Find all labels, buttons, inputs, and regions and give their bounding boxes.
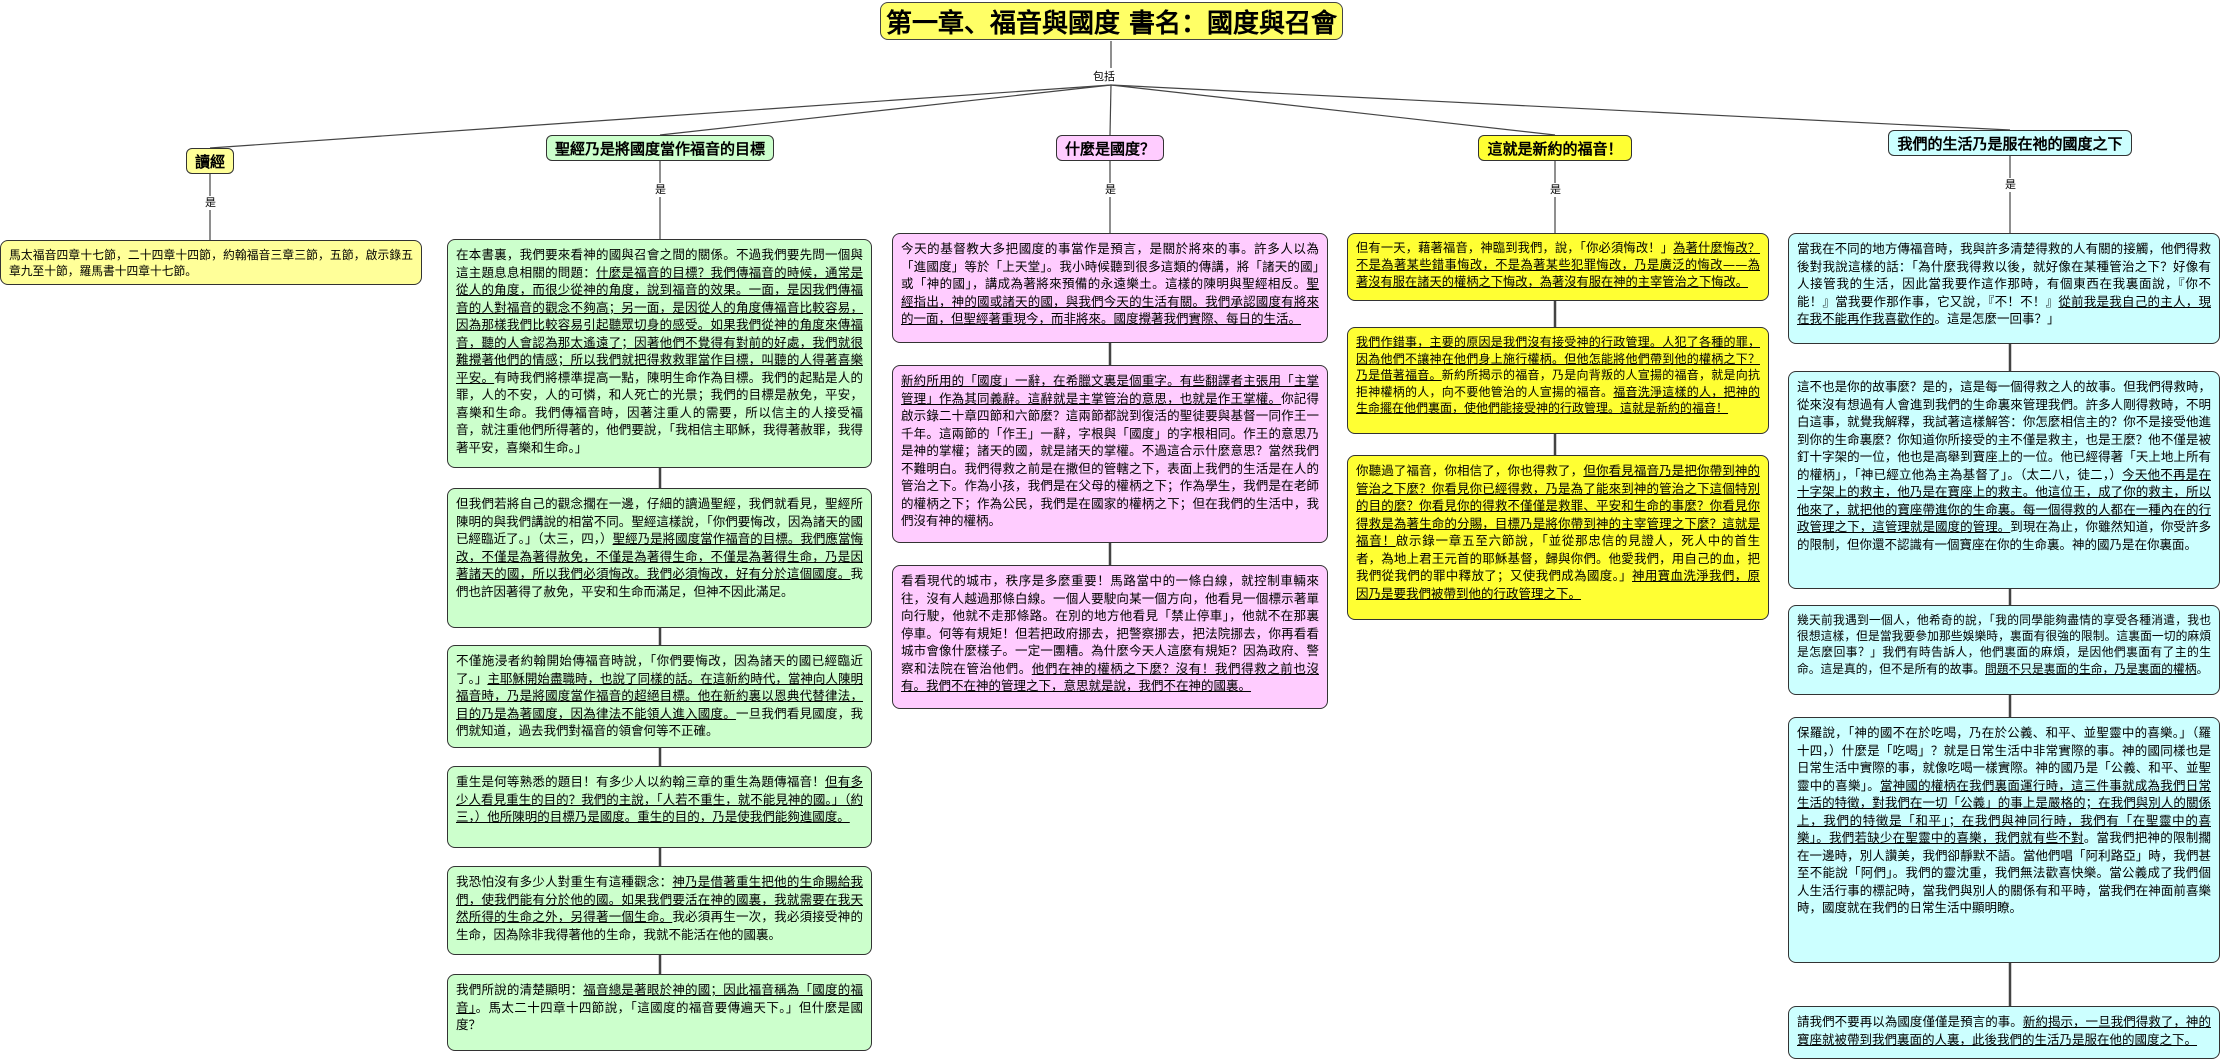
underlined-text: 什麼是福音的目標？我們傳福音的時候，通常是從人的角度，而很少從神的角度，說到福音…: [456, 264, 863, 385]
body-text: 馬太福音四章十七節，二十四章十四節，約翰福音三章三節，五節，啟示錄五章九至十節，…: [9, 248, 413, 279]
branch-header-5: 我們的生活乃是服在祂的國度之下: [1888, 130, 2132, 156]
underlined-text: 聖經指出，神的國或諸天的國，與我們今天的生活有關。我們承認國度有將來的一面，但聖…: [901, 276, 1319, 326]
link-label-includes: 包括: [1091, 70, 1117, 84]
connector-line: [659, 84, 1112, 136]
body-text: 。: [2196, 661, 2209, 676]
link-label-is: 是: [1548, 183, 1563, 197]
connector-line: [209, 84, 1112, 149]
underlined-text: 神用寶血洗淨我們，原因乃是要我們被帶到他的行政管理之下。: [1356, 568, 1760, 601]
underlined-text: 主耶穌開始盡職時，也說了同樣的話。在這新約時代，當神向人陳明福音時，乃是將國度當…: [456, 670, 863, 721]
underlined-text: 從前我是我自己的主人，現在我不能再作我喜歡作的: [1797, 293, 2211, 327]
body-text: 幾天前我遇到一個人，他希奇的說，「我的同學能夠盡情的享受各種消遣，我也很想這樣，…: [1797, 613, 2211, 676]
note-box: 我恐怕沒有多少人對重生有這種觀念：神乃是借著重生把他的生命賜給我們，使我們能有分…: [447, 866, 872, 955]
note-box: 在本書裏，我們要來看神的國與召會之間的關係。不過我們要先問一個與這主題息息相關的…: [447, 239, 872, 468]
body-text: 你聽過了福音，你相信了，你也得救了，: [1356, 463, 1584, 478]
underlined-text: 神乃是借著重生把他的生命賜給我們，使我們能有分於他的國。如果我們要活在神的國裏，…: [456, 874, 863, 924]
branch-header-1: 讀經: [185, 148, 234, 174]
body-text: 重生是何等熟悉的題目！有多少人以約翰三章的重生為題傳福音！: [456, 774, 826, 789]
body-text: 新約所揭示的福音，乃是向背叛的人宣揚的福音，就是向抗拒神權柄的人，向不要他管治的…: [1356, 368, 1760, 399]
body-text: 你記得啟示錄二十章四節和六節麼？這兩節都說到復活的聖徒要與基督一同作王一千年。這…: [901, 390, 1319, 529]
underlined-text: 他們在神的權柄之下麼？沒有！我們得救之前也沒有。我們不在神的管理之下，意思就是說…: [901, 660, 1319, 694]
link-label-is: 是: [203, 196, 218, 210]
note-box: 我們作錯事，主要的原因是我們沒有接受神的行政管理。人犯了各種的罪，因為他們不讓神…: [1347, 327, 1769, 434]
body-text: 我恐怕沒有多少人對重生有這種觀念：: [456, 874, 673, 889]
note-box: 不僅施浸者約翰開始傳福音時說，「你們要悔改，因為諸天的國已經臨近了。」主耶穌開始…: [447, 645, 872, 748]
body-text: 當我在不同的地方傳福音時，我與許多清楚得救的人有關的接觸，他們得救後對我說這樣的…: [1797, 241, 2211, 309]
underlined-text: 問題不只是裏面的生命，乃是裏面的權柄: [1985, 661, 2197, 676]
body-text: 我們也許因著得了赦免，平安和生命而滿足，但神不因此滿足。: [456, 566, 863, 599]
branch-header-3: 什麼是國度？: [1055, 135, 1164, 161]
body-text: 有時我們將標準提高一點，陳明生命作為目標。我們的起點是人的罪，人的不安，人的可憐…: [456, 369, 863, 455]
body-text: 今天的基督教大多把國度的事當作是預言，是關於將來的事。許多人以為「進國度」等於「…: [901, 241, 1319, 291]
underlined-text: 但你看見福音乃是把你帶到神的管治之下麼？你看見你已經得救，乃是為了能來到神的管治…: [1356, 463, 1760, 548]
underlined-text: 今天他不再是在十字架上的救主，他乃是在寶座上的救主。他這位王，成了你的救主，所以…: [1797, 466, 2211, 535]
note-box: 馬太福音四章十七節，二十四章十四節，約翰福音三章三節，五節，啟示錄五章九至十節，…: [0, 240, 422, 285]
note-box: 這不也是你的故事麼？是的，這是每一個得救之人的故事。但我們得救時，從來沒有想過有…: [1788, 371, 2220, 589]
body-text: 但我們若將自己的觀念擱在一邊，仔細的讀過聖經，我們就看見，聖經所陳明的與我們講說…: [456, 496, 863, 546]
body-text: 到現在為止，你雖然知道，你受許多的限制，但你還不認識有一個寶座在你的生命裏。神的…: [1797, 519, 2211, 552]
body-text: 這不也是你的故事麼？是的，這是每一個得救之人的故事。但我們得救時，從來沒有想過有…: [1797, 379, 2211, 482]
note-box: 保羅說，「神的國不在於吃喝，乃在於公義、和平、並聖靈中的喜樂。」（羅十四，）什麼…: [1788, 717, 2220, 963]
connector-line: [1110, 84, 2011, 131]
note-box: 新約所用的「國度」一辭，在希臘文裏是個重字。有些翻譯者主張用「主掌管理」作為其同…: [892, 365, 1328, 543]
body-text: 啟示錄一章五至六節說，「並從那忠信的見證人，死人中的首生者，為地上君王元首的耶穌…: [1356, 533, 1760, 583]
underlined-text: 新約揭示，一旦我們得救了，神的寶座就被帶到我們裏面的人裏，此後我們的生活乃是服在…: [1797, 1014, 2211, 1047]
link-label-is: 是: [2003, 178, 2018, 192]
body-text: 。馬太二十四章十四節說，「這國度的福音要傳遍天下。」但什麼是國度？: [456, 999, 863, 1033]
note-box: 看看現代的城市，秩序是多麼重要！馬路當中的一條白線，就控制車輛來往，沒有人越過那…: [892, 565, 1328, 709]
root-title: 第一章、福音與國度 書名：國度與召會: [880, 2, 1343, 40]
link-label-is: 是: [653, 183, 668, 197]
note-box: 當我在不同的地方傳福音時，我與許多清楚得救的人有關的接觸，他們得救後對我說這樣的…: [1788, 233, 2220, 344]
body-text: 我必須再生一次，我必須接受神的生命，因為除非我得著他的生命，我就不能活在他的國裏…: [456, 909, 863, 942]
body-text: 。當我們把神的限制擱在一邊時，別人讚美，我們卻靜默不語。當他們唱「阿利路亞」時，…: [1797, 830, 2211, 915]
underlined-text: 福音洗淨這樣的人，把神的生命擺在他們裏面，使他們能接受神的行政管理。這就是新約的…: [1356, 384, 1760, 416]
underlined-text: 當神國的權柄在我們裏面運行時，這三件事就成為我們日常生活的特徵，對我們在一切「公…: [1797, 777, 2211, 846]
note-box: 請我們不要再以為國度僅僅是預言的事。新約揭示，一旦我們得救了，神的寶座就被帶到我…: [1788, 1006, 2220, 1059]
note-box: 今天的基督教大多把國度的事當作是預言，是關於將來的事。許多人以為「進國度」等於「…: [892, 233, 1328, 343]
branch-header-4: 這就是新約的福音！: [1478, 135, 1632, 161]
underlined-text: 為著什麼悔改？不是為著某些錯事悔改，不是為著某些犯罪悔改，乃是廣泛的悔改——為著…: [1356, 241, 1761, 289]
body-text: 在本書裏，我們要來看神的國與召會之間的關係。不過我們要先問一個與這主題息息相關的…: [456, 247, 863, 280]
note-box: 幾天前我遇到一個人，他希奇的說，「我的同學能夠盡情的享受各種消遣，我也很想這樣，…: [1788, 605, 2220, 695]
body-text: 但有一天，藉著福音，神臨到我們，說，「你必須悔改！」: [1356, 241, 1674, 255]
link-label-is: 是: [1103, 183, 1118, 197]
connector-line: [1109, 84, 1112, 136]
body-text: 我們所說的清楚顯明：: [456, 982, 584, 997]
note-box: 但我們若將自己的觀念擱在一邊，仔細的讀過聖經，我們就看見，聖經所陳明的與我們講說…: [447, 488, 872, 628]
body-text: 看看現代的城市，秩序是多麼重要！馬路當中的一條白線，就控制車輛來往，沒有人越過那…: [901, 573, 1319, 676]
body-text: 。這是怎麼一回事？」: [1934, 311, 2060, 326]
body-text: 不僅施浸者約翰開始傳福音時說，「你們要悔改，因為諸天的國已經臨近了。」: [456, 653, 863, 686]
note-box: 重生是何等熟悉的題目！有多少人以約翰三章的重生為題傳福音！但有多少人看見重生的目…: [447, 766, 872, 848]
underlined-text: 福音總是著眼於神的國；因此福音稱為「國度的福音」: [456, 982, 863, 1015]
note-box: 我們所說的清楚顯明：福音總是著眼於神的國；因此福音稱為「國度的福音」。馬太二十四…: [447, 974, 872, 1051]
underlined-text: 新約所用的「國度」一辭，在希臘文裏是個重字。有些翻譯者主張用「主掌管理」作為其同…: [901, 373, 1319, 406]
branch-header-2: 聖經乃是將國度當作福音的目標: [545, 135, 774, 161]
underlined-text: 聖經乃是將國度當作福音的目標。我們應當悔改，不僅是為著得赦免，不僅是為著得生命，…: [456, 531, 863, 581]
underlined-text: 我們作錯事，主要的原因是我們沒有接受神的行政管理。人犯了各種的罪，因為他們不讓神…: [1356, 335, 1760, 383]
body-text: 保羅說，「神的國不在於吃喝，乃在於公義、和平、並聖靈中的喜樂。」（羅十四，）什麼…: [1797, 725, 2211, 793]
body-text: 一旦我們看見國度，我們就知道，過去我們對福音的領會何等不正確。: [456, 705, 863, 739]
body-text: 請我們不要再以為國度僅僅是預言的事。: [1797, 1014, 2023, 1029]
note-box: 但有一天，藉著福音，神臨到我們，說，「你必須悔改！」為著什麼悔改？不是為著某些錯…: [1347, 233, 1769, 301]
underlined-text: 但有多少人看見重生的目的？我們的主說，「人若不重生，就不能見神的國。」（約三，）…: [456, 774, 863, 824]
connector-line: [1110, 84, 1556, 136]
note-box: 你聽過了福音，你相信了，你也得救了，但你看見福音乃是把你帶到神的管治之下麼？你看…: [1347, 455, 1769, 620]
